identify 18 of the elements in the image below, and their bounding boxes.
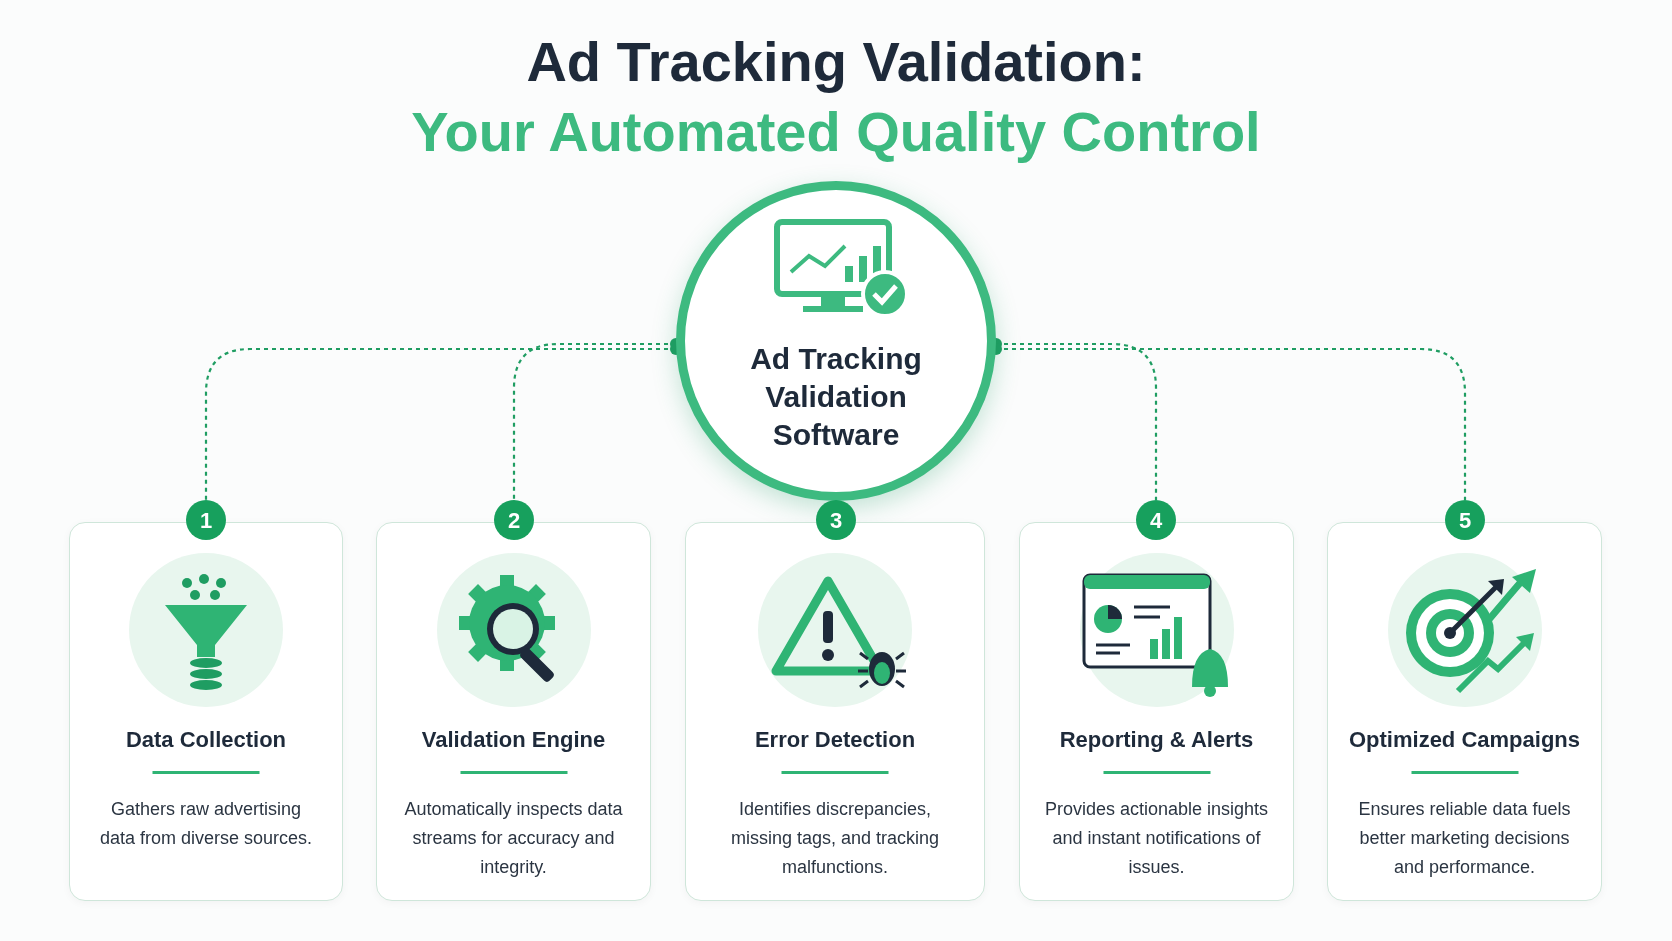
step-description: Identifies discrepancies, missing tags, and tracking malfunctions. — [729, 798, 941, 879]
step-number-badge: 3 — [816, 500, 856, 540]
step-title: Data Collection — [124, 726, 288, 754]
step-number-badge: 5 — [1445, 500, 1485, 540]
step-number-badge: 1 — [186, 500, 226, 540]
step-description: Ensures reliable data fuels better marketing decisions and performance. — [1357, 798, 1572, 879]
step-title: Optimized Campaigns — [1347, 726, 1581, 754]
step-description: Automatically inspects data streams for accuracy and integrity. — [403, 798, 624, 879]
step-description: Provides actionable insights and instant notifications of issues. — [1043, 798, 1270, 879]
step-title: Error Detection — [753, 726, 917, 754]
step-description: Gathers raw advertising data from diverse sources. — [98, 798, 314, 850]
subtitle: Your Automated Quality Control — [410, 99, 1262, 165]
step-title: Reporting & Alerts — [1058, 726, 1255, 754]
node-title: Ad Tracking Validation Software — [749, 341, 923, 453]
step-title: Validation Engine — [420, 726, 607, 754]
title: Ad Tracking Validation: — [525, 29, 1147, 95]
step-number-badge: 4 — [1136, 500, 1176, 540]
step-number-badge: 2 — [494, 500, 534, 540]
